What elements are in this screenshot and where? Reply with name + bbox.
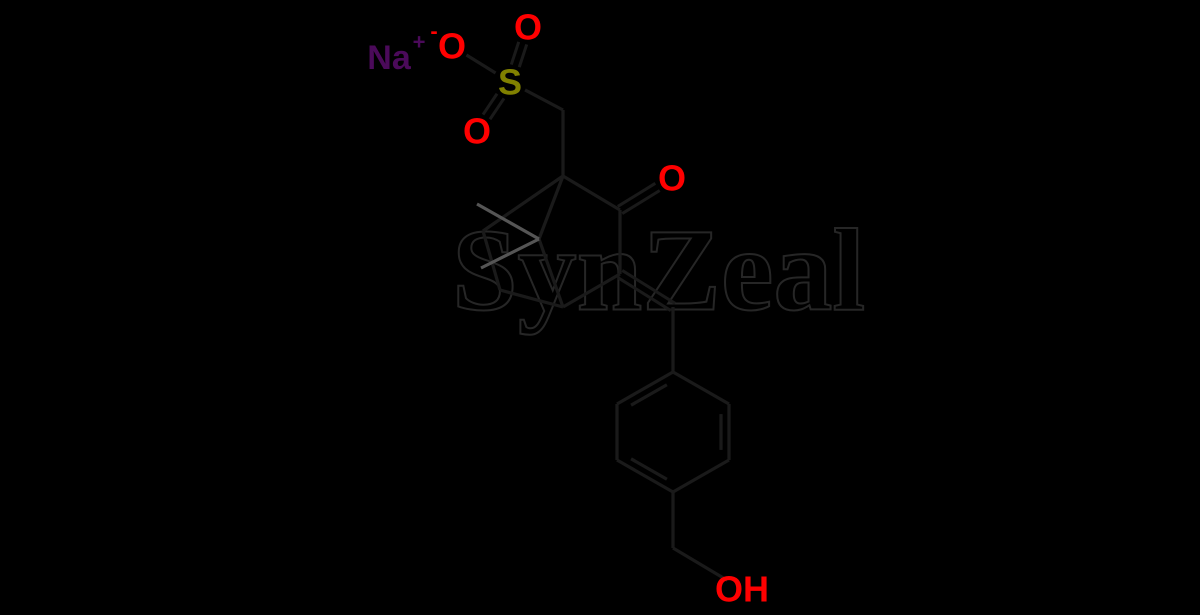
atom-label-o3: O (463, 111, 491, 152)
bond (480, 237, 540, 270)
bond (524, 88, 564, 112)
sodium-plus-charge: + (413, 30, 426, 55)
bond (617, 182, 661, 215)
bond (616, 370, 674, 407)
bond (672, 546, 729, 582)
bond (476, 202, 540, 241)
bond (616, 269, 677, 312)
bond (672, 458, 730, 494)
bond (481, 230, 502, 291)
sodium-cation-group: Na + (367, 30, 425, 78)
bond (499, 288, 564, 309)
atom-label-ok: O (658, 158, 686, 199)
bond (562, 272, 621, 309)
atom-label-o2: O (514, 7, 542, 48)
bond (509, 41, 529, 68)
watermark-text: SynZeal (452, 205, 865, 336)
oxygen-minus-charge: - (430, 19, 437, 44)
bond (719, 404, 731, 460)
atom-label-o1: O (438, 26, 466, 67)
bond (537, 238, 565, 308)
bond (465, 53, 497, 75)
bond (562, 174, 621, 212)
bond (481, 92, 506, 121)
bond (616, 457, 674, 494)
bond (672, 370, 730, 406)
sodium-label: Na (367, 39, 412, 77)
atom-label-s: S (498, 62, 522, 103)
atom-label-oh: OH (715, 569, 769, 610)
bond (537, 175, 565, 240)
bond-layer (465, 41, 731, 582)
bond (482, 174, 564, 233)
